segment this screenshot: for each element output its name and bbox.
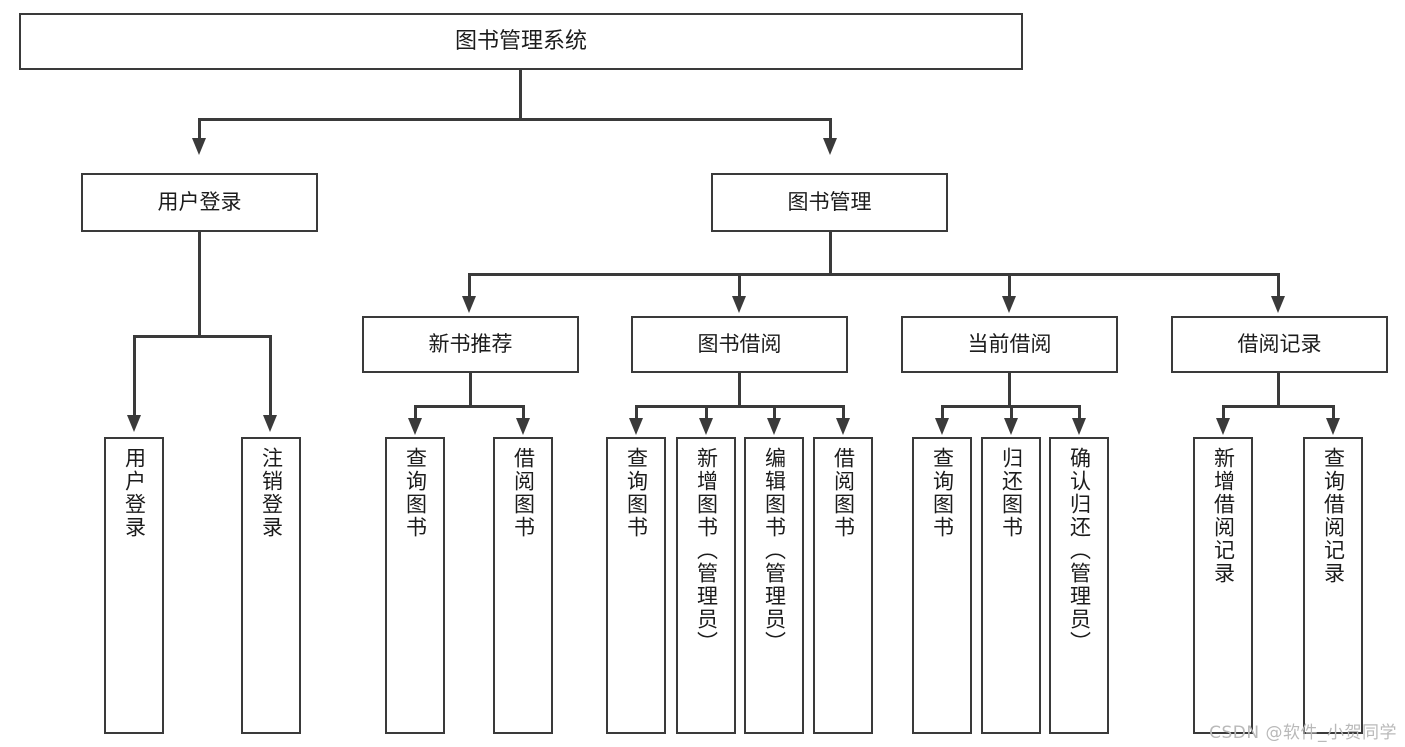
- node-label: 编辑图书（管理员）: [762, 447, 787, 654]
- connector-user-login-leg-1: [133, 335, 136, 418]
- arrowhead-bb-edit-book: [767, 418, 781, 435]
- connector-current-borrow-stem: [1008, 373, 1011, 405]
- connector-new-book-leg-2: [522, 405, 525, 421]
- leaf-bb-query-book[interactable]: 查询图书: [606, 437, 666, 734]
- node-label: 查询图书: [403, 447, 428, 539]
- arrowhead-current-borrow: [1002, 296, 1016, 313]
- leaf-cb-confirm-return[interactable]: 确认归还（管理员）: [1049, 437, 1109, 734]
- node-new-book-recommend[interactable]: 新书推荐: [362, 316, 579, 373]
- connector-book-borrow-stem: [738, 373, 741, 405]
- leaf-br-query-record[interactable]: 查询借阅记录: [1303, 437, 1363, 734]
- node-label: 确认归还（管理员）: [1067, 447, 1092, 654]
- node-label: 新增图书（管理员）: [694, 447, 719, 654]
- arrowhead-leaf-logout: [263, 415, 277, 432]
- connector-root-leg-left: [198, 118, 201, 141]
- arrowhead-leaf-user-login: [127, 415, 141, 432]
- node-book-manage[interactable]: 图书管理: [711, 173, 948, 232]
- leaf-bb-edit-book[interactable]: 编辑图书（管理员）: [744, 437, 804, 734]
- arrowhead-bb-query-book: [629, 418, 643, 435]
- connector-borrow-record-bar: [1222, 405, 1335, 408]
- node-current-borrow[interactable]: 当前借阅: [901, 316, 1118, 373]
- node-label: 查询图书: [624, 447, 649, 539]
- node-label: 借阅图书: [831, 447, 856, 539]
- node-label: 借阅图书: [511, 447, 536, 539]
- connector-borrow-record-stem: [1277, 373, 1280, 405]
- arrowhead-cb-query-book: [935, 418, 949, 435]
- connector-new-book-bar: [414, 405, 525, 408]
- connector-bb-leg-2: [705, 405, 708, 421]
- connector-bb-leg-4: [842, 405, 845, 421]
- arrowhead-br-query-record: [1326, 418, 1340, 435]
- connector-user-login-leg-2: [269, 335, 272, 418]
- connector-book-manage-bar: [468, 273, 1279, 276]
- connector-book-manage-leg-3: [1008, 273, 1011, 299]
- leaf-nb-borrow-book[interactable]: 借阅图书: [493, 437, 553, 734]
- connector-book-borrow-bar: [635, 405, 845, 408]
- connector-bb-leg-3: [773, 405, 776, 421]
- connector-cb-leg-3: [1078, 405, 1081, 421]
- connector-book-manage-stem: [829, 232, 832, 273]
- leaf-logout[interactable]: 注销登录: [241, 437, 301, 734]
- connector-root-leg-right: [829, 118, 832, 141]
- arrowhead-bb-borrow-book: [836, 418, 850, 435]
- leaf-bb-borrow-book[interactable]: 借阅图书: [813, 437, 873, 734]
- node-label: 用户登录: [122, 447, 147, 539]
- node-label: 图书管理系统: [454, 28, 587, 54]
- arrowhead-br-add-record: [1216, 418, 1230, 435]
- node-label: 借阅记录: [1237, 332, 1322, 357]
- connector-book-manage-leg-1: [468, 273, 471, 299]
- node-label: 新增借阅记录: [1211, 447, 1236, 585]
- arrowhead-nb-query-book: [408, 418, 422, 435]
- arrowhead-user-login: [192, 138, 206, 155]
- leaf-bb-add-book[interactable]: 新增图书（管理员）: [676, 437, 736, 734]
- node-label: 归还图书: [999, 447, 1024, 539]
- connector-new-book-leg-1: [414, 405, 417, 421]
- leaf-cb-query-book[interactable]: 查询图书: [912, 437, 972, 734]
- node-label: 当前借阅: [967, 332, 1052, 357]
- arrowhead-book-borrow: [732, 296, 746, 313]
- node-user-login[interactable]: 用户登录: [81, 173, 318, 232]
- arrowhead-new-book: [462, 296, 476, 313]
- node-label: 查询图书: [930, 447, 955, 539]
- connector-user-login-bar: [133, 335, 271, 338]
- connector-br-leg-1: [1222, 405, 1225, 421]
- node-root-system[interactable]: 图书管理系统: [19, 13, 1023, 70]
- leaf-cb-return-book[interactable]: 归还图书: [981, 437, 1041, 734]
- arrowhead-cb-return-book: [1004, 418, 1018, 435]
- arrowhead-book-manage: [823, 138, 837, 155]
- leaf-nb-query-book[interactable]: 查询图书: [385, 437, 445, 734]
- node-label: 新书推荐: [428, 332, 513, 357]
- leaf-br-add-record[interactable]: 新增借阅记录: [1193, 437, 1253, 734]
- arrowhead-nb-borrow-book: [516, 418, 530, 435]
- leaf-user-login[interactable]: 用户登录: [104, 437, 164, 734]
- arrowhead-bb-add-book: [699, 418, 713, 435]
- connector-br-leg-2: [1332, 405, 1335, 421]
- connector-cb-leg-1: [941, 405, 944, 421]
- connector-book-manage-leg-4: [1277, 273, 1280, 299]
- node-book-borrow[interactable]: 图书借阅: [631, 316, 848, 373]
- connector-root-stem: [519, 70, 522, 118]
- connector-bb-leg-1: [635, 405, 638, 421]
- node-label: 注销登录: [259, 447, 284, 539]
- node-borrow-record[interactable]: 借阅记录: [1171, 316, 1388, 373]
- node-label: 图书借阅: [697, 332, 782, 357]
- arrowhead-borrow-record: [1271, 296, 1285, 313]
- node-label: 用户登录: [157, 190, 242, 215]
- connector-user-login-stem: [198, 232, 201, 335]
- connector-root-bar: [198, 118, 831, 121]
- connector-book-manage-leg-2: [738, 273, 741, 299]
- arrowhead-cb-confirm-return: [1072, 418, 1086, 435]
- node-label: 图书管理: [787, 190, 872, 215]
- node-label: 查询借阅记录: [1321, 447, 1346, 585]
- connector-cb-leg-2: [1010, 405, 1013, 421]
- connector-new-book-stem: [469, 373, 472, 405]
